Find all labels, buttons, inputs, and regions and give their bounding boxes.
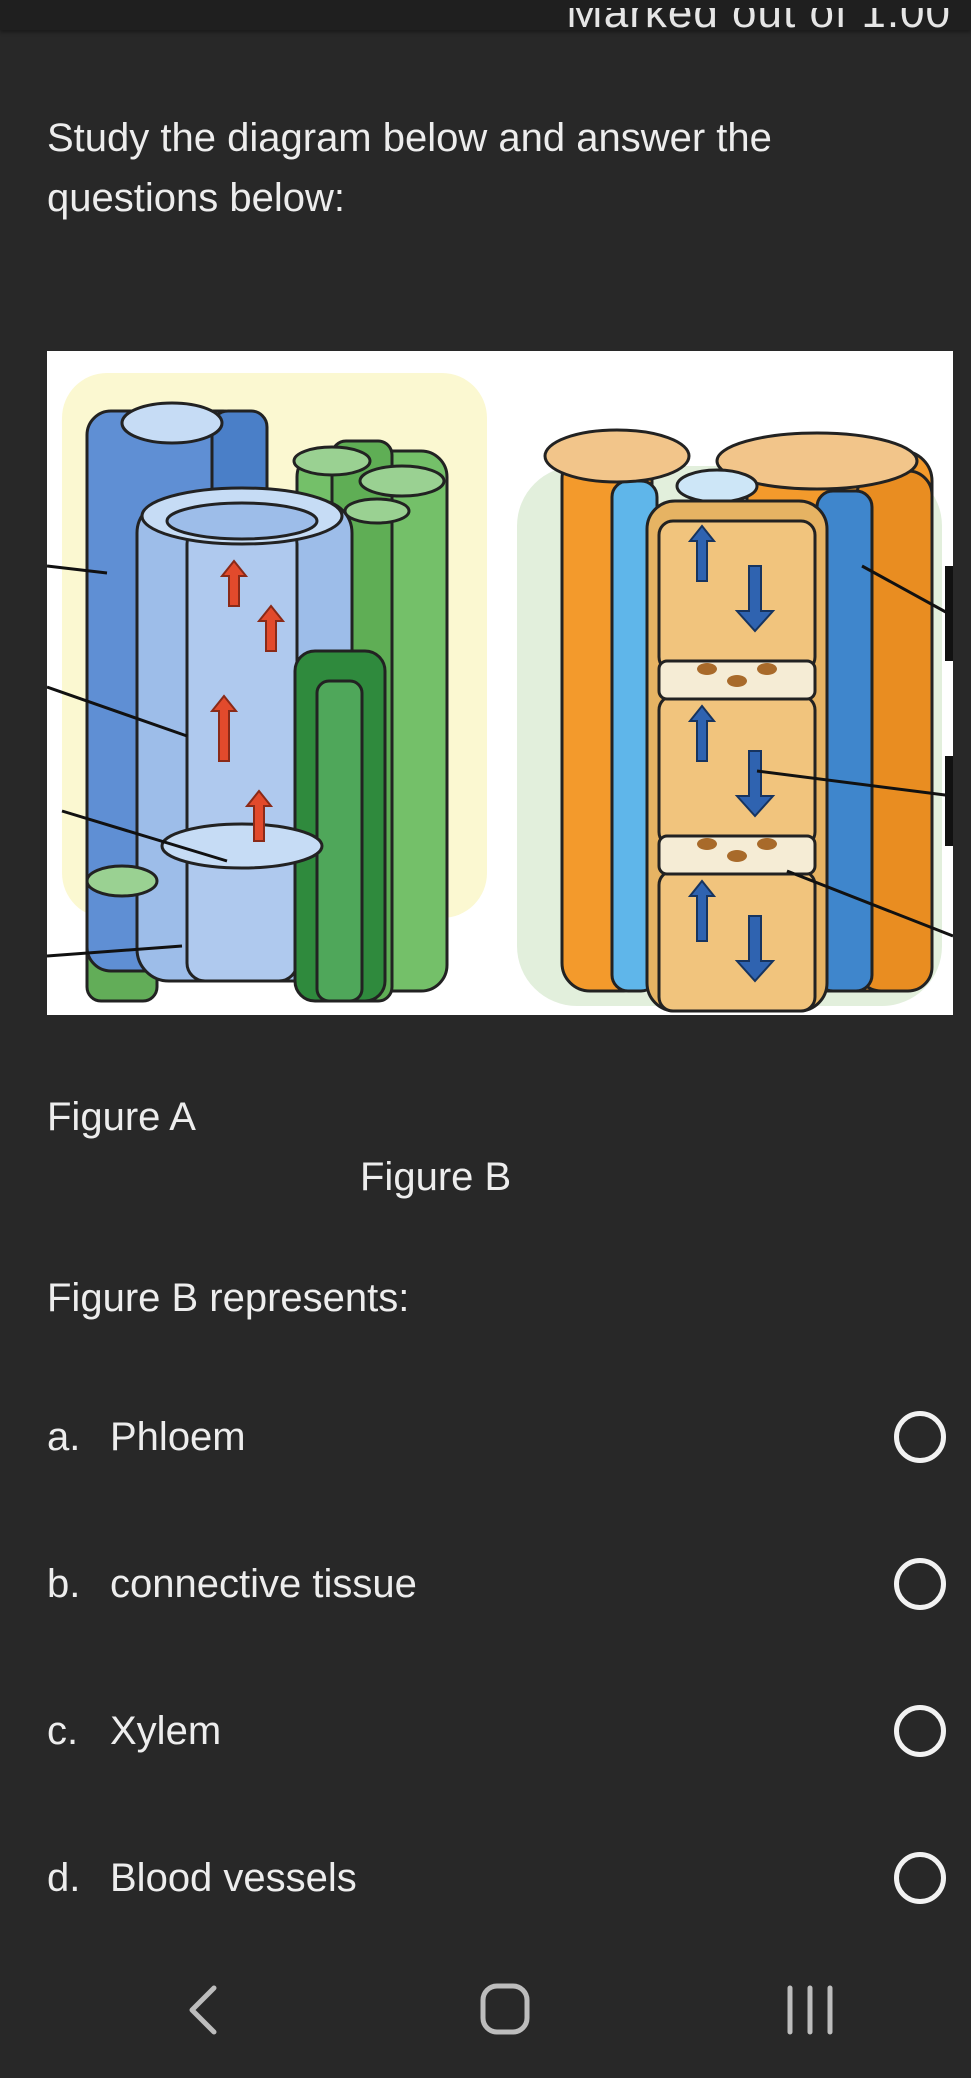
option-letter: a. — [47, 1415, 81, 1459]
answer-option-a[interactable]: a. Phloem — [0, 1385, 971, 1495]
back-icon[interactable] — [170, 1980, 240, 2040]
option-text: connective tissue — [110, 1562, 417, 1606]
marked-out-of-label: Marked out of 1.00 — [566, 0, 951, 37]
radio-button[interactable] — [894, 1411, 946, 1463]
xylem-phloem-diagram — [47, 351, 953, 1015]
option-letter: c. — [47, 1709, 79, 1753]
radio-button[interactable] — [894, 1705, 946, 1757]
home-icon[interactable] — [470, 1980, 540, 2040]
option-text: Blood vessels — [110, 1856, 357, 1900]
option-letter: b. — [47, 1562, 81, 1606]
figure-a-caption: Figure A — [47, 1095, 196, 1139]
figure-b-caption: Figure B — [360, 1155, 512, 1199]
radio-button[interactable] — [894, 1852, 946, 1904]
question-prompt: Study the diagram below and answer the q… — [47, 116, 772, 220]
system-navigation-bar — [0, 1940, 971, 2078]
recents-icon[interactable] — [775, 1980, 845, 2040]
option-text: Xylem — [110, 1709, 222, 1753]
answer-option-c[interactable]: c. Xylem — [0, 1679, 971, 1789]
option-text: Phloem — [110, 1415, 246, 1459]
option-letter: d. — [47, 1856, 81, 1900]
answer-option-d[interactable]: d. Blood vessels — [0, 1826, 971, 1936]
question-stem: Figure B represents: — [47, 1276, 410, 1320]
diagram-svg — [47, 373, 953, 1013]
radio-button[interactable] — [894, 1558, 946, 1610]
top-bar: Marked out of 1.00 — [0, 0, 971, 37]
answer-option-b[interactable]: b. connective tissue — [0, 1532, 971, 1642]
